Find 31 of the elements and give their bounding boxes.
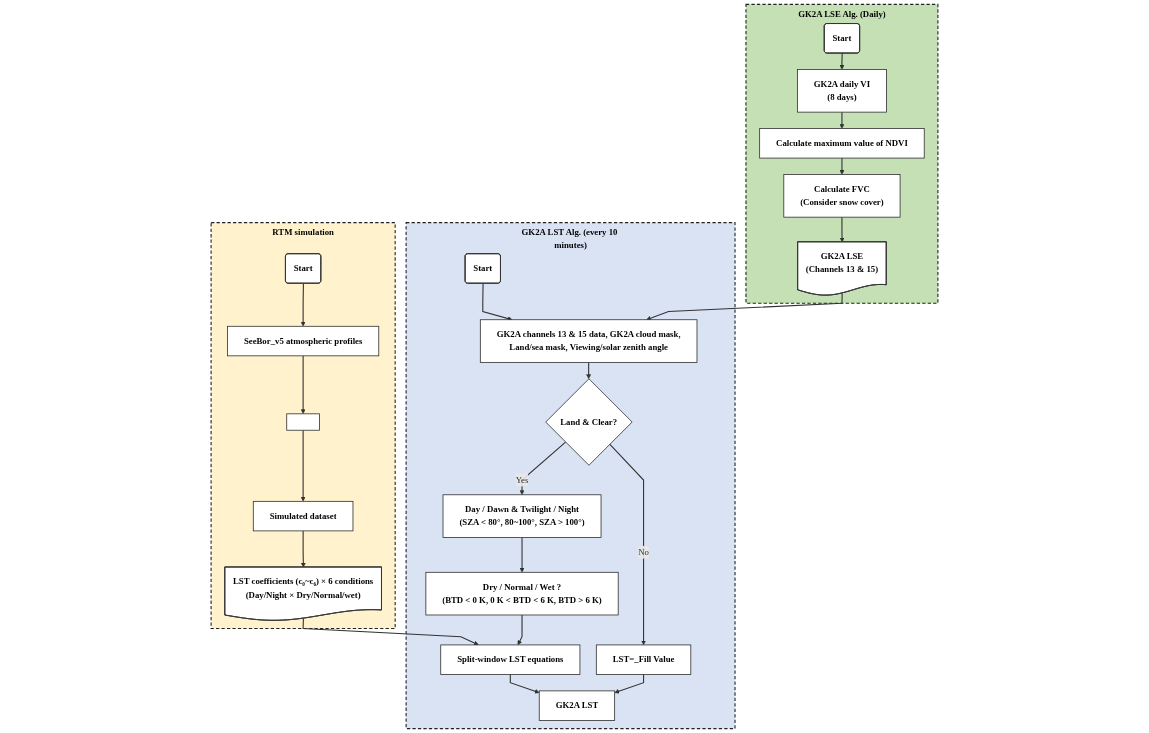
arrow bbox=[839, 216, 845, 243]
node-box: Calculate FVC (Consider snow cover) bbox=[783, 174, 901, 218]
node-box: GK2A daily VI (8 days) bbox=[797, 69, 887, 113]
node-box bbox=[286, 413, 320, 431]
arrow bbox=[300, 282, 306, 327]
edge-label: Yes bbox=[515, 475, 529, 485]
node-box: LST=_Fill Value bbox=[595, 644, 692, 675]
arrow bbox=[300, 530, 306, 568]
node-box: GK2A LST bbox=[538, 690, 616, 721]
arrow bbox=[302, 617, 479, 646]
arrow bbox=[839, 52, 845, 70]
arrow bbox=[509, 673, 540, 694]
arrow bbox=[517, 614, 523, 646]
node-diamond: Land & Clear? bbox=[545, 378, 633, 466]
node-box: Split-window LST equations bbox=[440, 644, 581, 675]
arrow bbox=[300, 355, 306, 415]
node-box: SeeBor_v5 atmospheric profiles bbox=[227, 325, 380, 357]
arrow bbox=[519, 536, 525, 573]
arrow bbox=[300, 429, 306, 502]
node-box: Simulated dataset bbox=[252, 500, 354, 532]
arrow bbox=[482, 282, 513, 321]
arrow bbox=[646, 292, 843, 321]
arrow bbox=[614, 673, 645, 694]
arrow bbox=[519, 441, 567, 495]
edge-label: No bbox=[638, 547, 649, 557]
node-box: Dry / Normal / Wet ? (BTD < 0 K, 0 K < BTD < 6 K, BTD > 6 K) bbox=[425, 571, 619, 616]
node-box: Calculate maximum value of NDVI bbox=[759, 128, 925, 159]
node-box: GK2A channels 13 & 15 data, GK2A cloud mask, Land/sea mask, Viewing/solar zenith angle bbox=[479, 319, 698, 363]
arrow bbox=[586, 361, 592, 380]
node-box: Day / Dawn & Twilight / Night (SZA < 80°, 80~100°, SZA > 100°) bbox=[442, 494, 602, 538]
arrow bbox=[609, 443, 646, 646]
